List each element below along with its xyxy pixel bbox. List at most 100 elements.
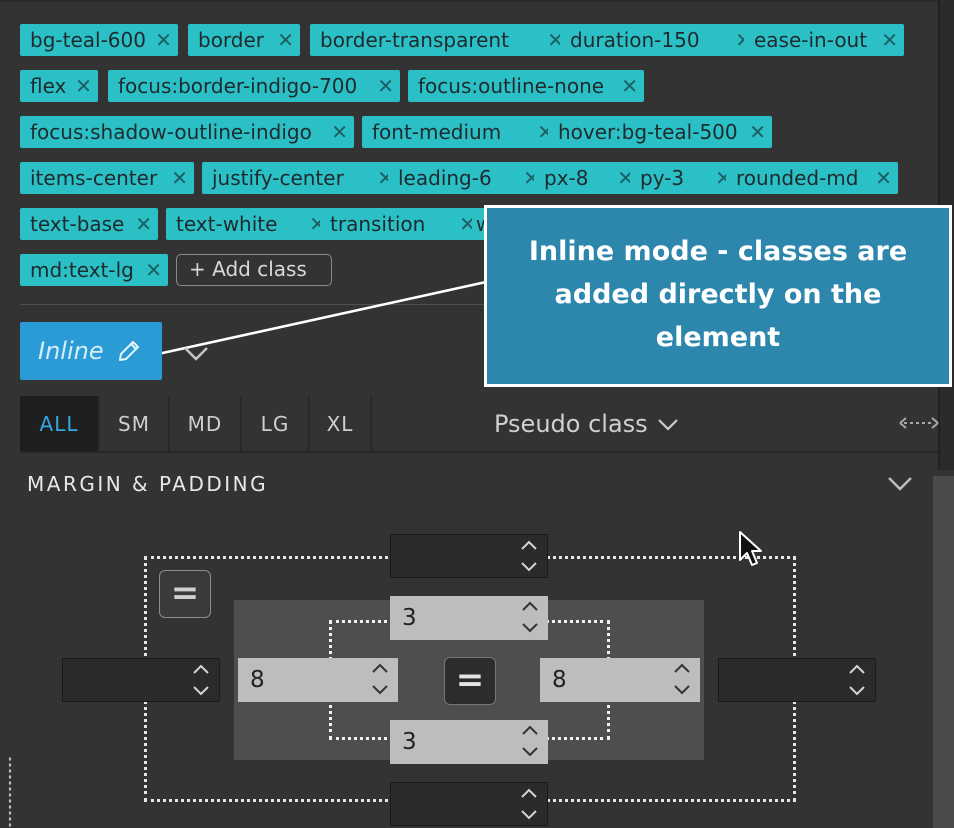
class-chip[interactable]: duration-150✕ (560, 24, 758, 56)
inline-mode-label: Inline (38, 337, 104, 365)
class-chip-label: duration-150 (570, 28, 700, 52)
class-chip[interactable]: py-3✕ (630, 162, 738, 194)
link-margins-button[interactable]: = (159, 570, 211, 618)
mouse-cursor-icon (739, 531, 762, 566)
class-chip[interactable]: items-center ✕ (20, 162, 194, 194)
divider (20, 304, 938, 305)
padding-bottom-input[interactable]: 3 (390, 720, 548, 764)
class-chip-label: focus:shadow-outline-indigo (30, 120, 312, 144)
close-icon[interactable]: ✕ (277, 28, 294, 52)
class-chip-label: md:text-lg (30, 258, 134, 282)
class-chip-label: focus:outline-none (418, 74, 605, 98)
spinner-arrows-icon[interactable] (520, 722, 540, 760)
link-paddings-button[interactable]: = (444, 657, 496, 705)
tab-sm[interactable]: SM (100, 396, 170, 452)
class-chip[interactable]: transition ✕ (320, 208, 482, 240)
class-chip[interactable]: hover:bg-teal-500✕ (548, 116, 772, 148)
padding-right-input[interactable]: 8 (540, 658, 700, 702)
class-chip-label: border-transparent (320, 28, 509, 52)
spinner-arrows-icon[interactable] (847, 661, 867, 699)
close-icon[interactable]: ✕ (145, 258, 162, 282)
resize-horizontal-icon[interactable] (898, 414, 940, 432)
close-icon[interactable]: ✕ (749, 120, 766, 144)
class-chip[interactable]: focus:border-indigo-700 ✕ (108, 70, 400, 102)
class-chip[interactable]: ease-in-out ✕ (744, 24, 904, 56)
close-icon[interactable]: ✕ (171, 166, 188, 190)
inline-mode-callout: Inline mode - classes are added directly… (484, 205, 952, 387)
close-icon[interactable]: ✕ (617, 166, 634, 190)
add-class-button[interactable]: + Add class (176, 254, 332, 286)
chevron-down-icon (657, 419, 678, 431)
section-title: MARGIN & PADDING (27, 472, 269, 496)
class-chip-label: text-base (30, 212, 125, 236)
pencil-icon (119, 341, 139, 361)
margin-top-input[interactable] (390, 534, 548, 578)
scrollbar[interactable] (933, 476, 954, 828)
pseudo-class-label: Pseudo class (494, 410, 648, 438)
margin-left-input[interactable] (62, 658, 220, 702)
link-values-icon: = (170, 573, 200, 613)
padding-top-value: 3 (402, 605, 417, 631)
class-chip[interactable]: bg-teal-600 ✕ (20, 24, 178, 56)
close-icon[interactable]: ✕ (377, 74, 394, 98)
tab-xl[interactable]: XL (310, 396, 372, 452)
close-icon[interactable]: ✕ (331, 120, 348, 144)
chevron-down-icon[interactable] (182, 344, 210, 364)
chevron-down-icon[interactable] (886, 474, 914, 494)
spinner-arrows-icon[interactable] (520, 598, 540, 636)
close-icon[interactable]: ✕ (459, 212, 476, 236)
padding-left-input[interactable]: 8 (238, 658, 398, 702)
close-icon[interactable]: ✕ (881, 28, 898, 52)
spinner-arrows-icon[interactable] (370, 660, 390, 698)
class-chip[interactable]: border ✕ (188, 24, 300, 56)
class-chip-label: transition (330, 212, 426, 236)
class-chip-label: px-8 (544, 166, 589, 190)
class-chip[interactable]: px-8 ✕ (534, 162, 640, 194)
padding-left-value: 8 (250, 667, 265, 693)
close-icon[interactable]: ✕ (155, 28, 172, 52)
class-chip-label: leading-6 (398, 166, 492, 190)
class-chip[interactable]: justify-center✕ (202, 162, 400, 194)
class-chip[interactable]: font-medium✕ (362, 116, 560, 148)
tab-lg[interactable]: LG (242, 396, 310, 452)
class-chip[interactable]: rounded-md ✕ (726, 162, 898, 194)
spinner-arrows-icon[interactable] (191, 661, 211, 699)
tab-md[interactable]: MD (170, 396, 242, 452)
panel-top-border (0, 0, 940, 2)
class-chip[interactable]: text-base ✕ (20, 208, 158, 240)
class-chip[interactable]: flex ✕ (20, 70, 98, 102)
class-chip-label: rounded-md (736, 166, 859, 190)
class-chip[interactable]: border-transparent ✕ (310, 24, 570, 56)
close-icon[interactable]: ✕ (75, 74, 92, 98)
margin-bottom-input[interactable] (390, 782, 548, 826)
spinner-arrows-icon[interactable] (519, 537, 539, 575)
class-chip[interactable]: focus:shadow-outline-indigo ✕ (20, 116, 354, 148)
class-chip-label: border (198, 28, 265, 52)
close-icon[interactable]: ✕ (875, 166, 892, 190)
inline-mode-button[interactable]: Inline (20, 322, 162, 380)
class-chip[interactable]: md:text-lg ✕ (20, 254, 168, 286)
class-chip-label: font-medium (372, 120, 502, 144)
pseudo-class-dropdown[interactable]: Pseudo class (494, 396, 680, 452)
padding-right-value: 8 (552, 667, 567, 693)
spinner-arrows-icon[interactable] (672, 660, 692, 698)
close-icon[interactable]: ✕ (621, 74, 638, 98)
class-chip-label: text-white (176, 212, 278, 236)
close-icon[interactable]: ✕ (135, 212, 152, 236)
close-icon[interactable]: ✕ (547, 28, 564, 52)
padding-top-input[interactable]: 3 (390, 596, 548, 640)
padding-bottom-value: 3 (402, 729, 417, 755)
class-chip-label: focus:border-indigo-700 (118, 74, 358, 98)
class-chip-label: py-3 (640, 166, 685, 190)
tab-all[interactable]: ALL (20, 396, 100, 452)
class-chip-label: items-center (30, 166, 158, 190)
resize-grip[interactable] (8, 756, 12, 828)
class-chip-label: flex (30, 74, 67, 98)
spinner-arrows-icon[interactable] (519, 785, 539, 823)
margin-right-input[interactable] (718, 658, 876, 702)
class-chip[interactable]: focus:outline-none ✕ (408, 70, 644, 102)
class-chip-label: ease-in-out (754, 28, 868, 52)
class-chip-label: bg-teal-600 (30, 28, 146, 52)
tabs-underline (20, 451, 938, 453)
